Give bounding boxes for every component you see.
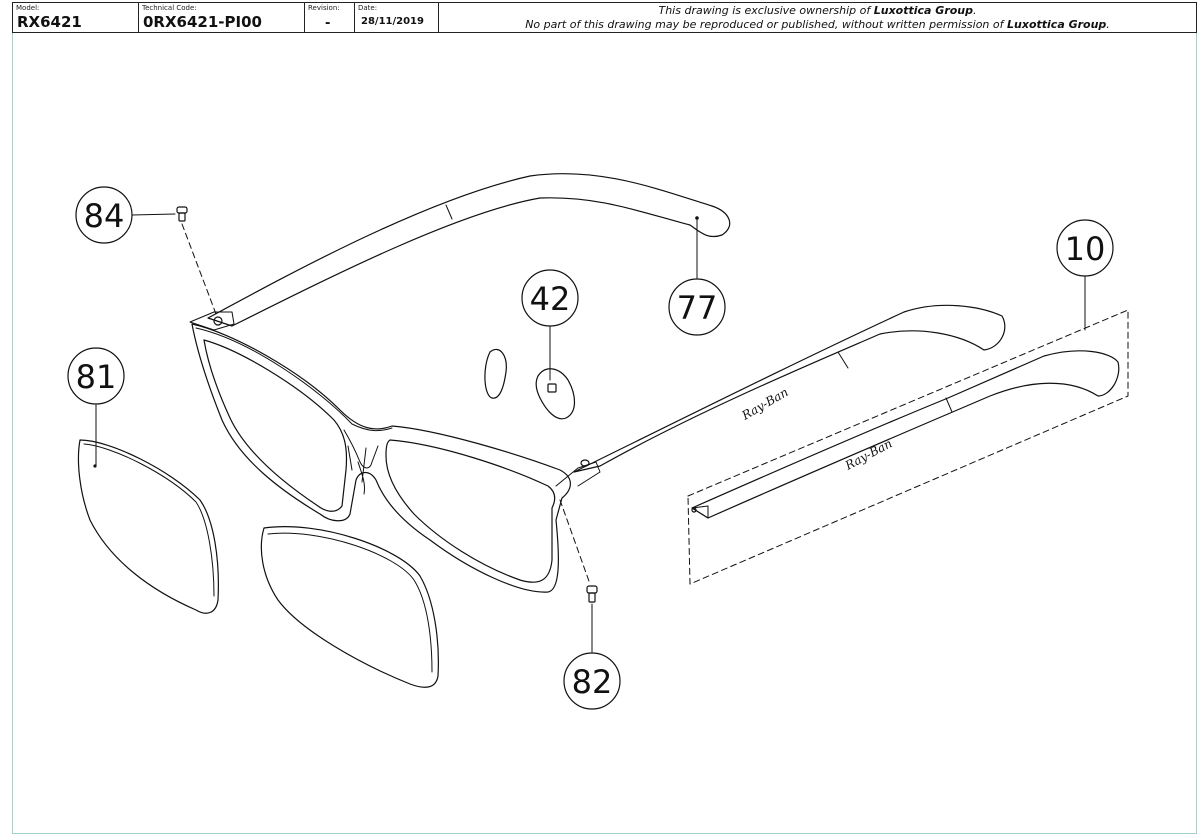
notice2-owner: Luxottica Group bbox=[1007, 18, 1107, 31]
callout-77-label: 77 bbox=[677, 289, 718, 327]
callout-77: 77 bbox=[668, 278, 726, 336]
nose-pads-42 bbox=[484, 348, 576, 420]
screw-82 bbox=[586, 585, 598, 603]
model-label: Model: bbox=[16, 4, 40, 12]
notice1-suffix: . bbox=[973, 4, 977, 17]
screw-84 bbox=[176, 206, 188, 222]
far-temple-77 bbox=[207, 173, 731, 327]
date-cell: Date: 28/11/2019 bbox=[355, 3, 439, 32]
lens-81 bbox=[77, 439, 219, 614]
callout-82-label: 82 bbox=[572, 663, 613, 701]
callout-82: 82 bbox=[563, 652, 621, 710]
lens-right bbox=[260, 526, 439, 688]
notice2-suffix: . bbox=[1106, 18, 1110, 31]
notice1-prefix: This drawing is exclusive ownership of bbox=[658, 4, 874, 17]
title-block: Model: RX6421 Technical Code: 0RX6421-PI… bbox=[12, 2, 1197, 33]
svg-text:Ray-Ban: Ray-Ban bbox=[739, 385, 791, 423]
revision-value: - bbox=[325, 16, 331, 31]
technical-code-cell: Technical Code: 0RX6421-PI00 bbox=[139, 3, 305, 32]
callout-10: 10 bbox=[1056, 219, 1114, 277]
date-value: 28/11/2019 bbox=[361, 16, 424, 27]
ownership-notice: This drawing is exclusive ownership of L… bbox=[439, 3, 1196, 32]
replacement-temple-10: Ray-Ban bbox=[687, 309, 1129, 585]
ownership-notice-line1: This drawing is exclusive ownership of L… bbox=[439, 4, 1196, 17]
callout-81: 81 bbox=[67, 347, 125, 405]
svg-text:Ray-Ban: Ray-Ban bbox=[842, 436, 894, 473]
revision-cell: Revision: - bbox=[305, 3, 355, 32]
ownership-notice-line2: No part of this drawing may be reproduce… bbox=[439, 18, 1196, 31]
callout-84: 84 bbox=[75, 186, 133, 244]
callout-10-label: 10 bbox=[1065, 230, 1106, 268]
callout-42-label: 42 bbox=[530, 280, 571, 318]
leader-lines bbox=[95, 213, 1086, 653]
callout-42: 42 bbox=[521, 269, 579, 327]
technical-code-value: 0RX6421-PI00 bbox=[143, 13, 262, 31]
revision-label: Revision: bbox=[308, 4, 340, 12]
technical-code-label: Technical Code: bbox=[142, 4, 197, 12]
date-label: Date: bbox=[358, 4, 378, 12]
notice2-prefix: No part of this drawing may be reproduce… bbox=[525, 18, 1008, 31]
notice1-owner: Luxottica Group bbox=[873, 4, 974, 17]
callout-81-label: 81 bbox=[76, 358, 117, 396]
model-cell: Model: RX6421 bbox=[13, 3, 139, 32]
model-value: RX6421 bbox=[17, 13, 82, 31]
callout-84-label: 84 bbox=[84, 197, 125, 235]
